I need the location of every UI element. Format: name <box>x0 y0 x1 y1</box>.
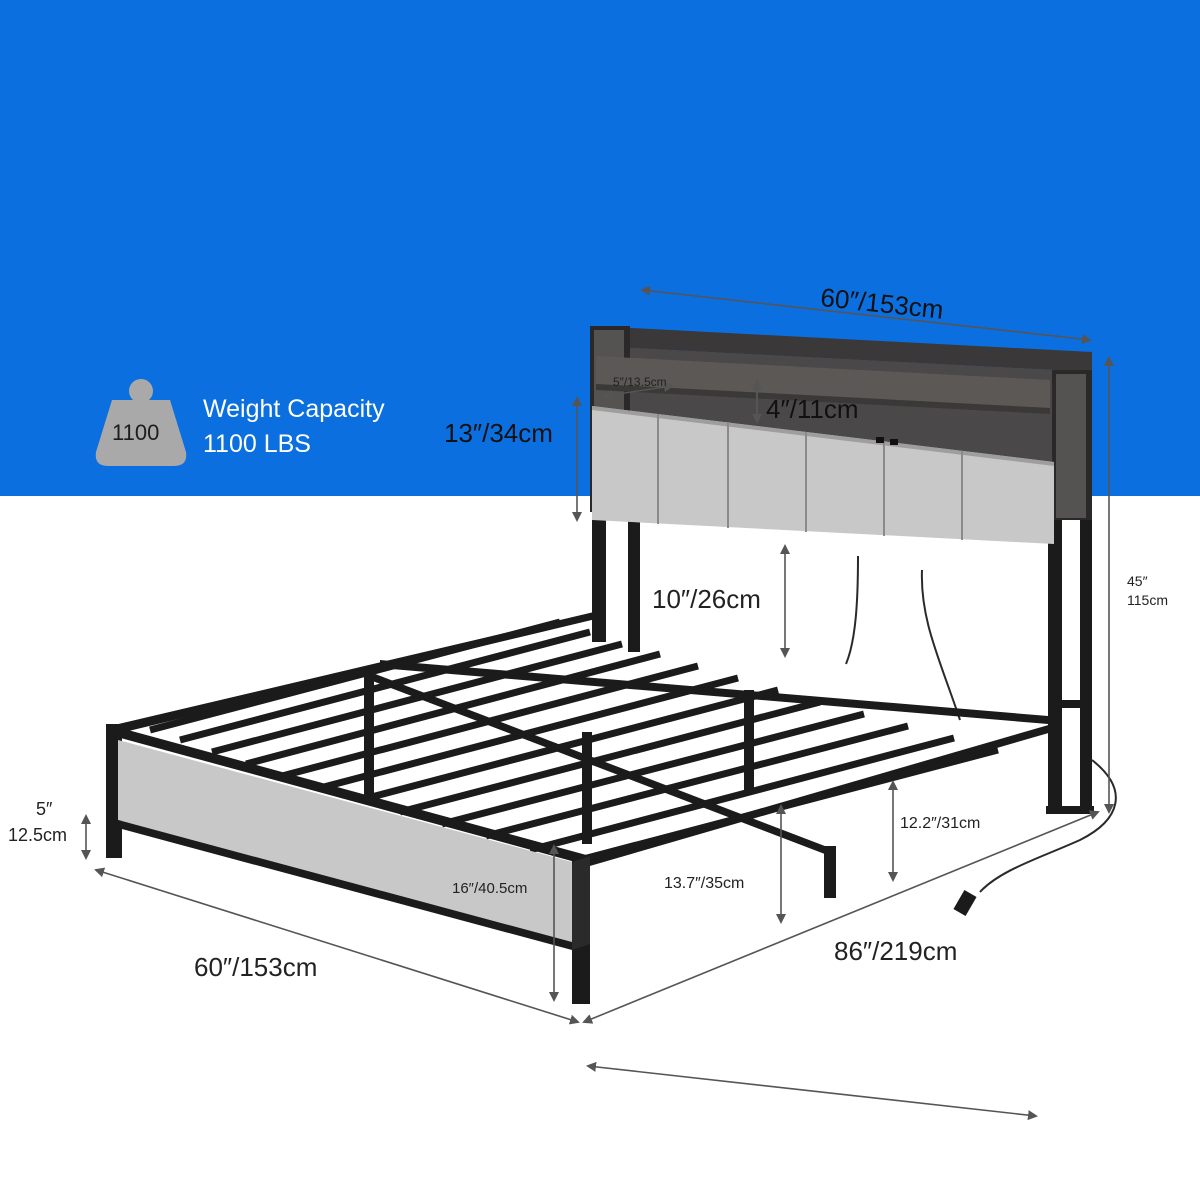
footboard-height-label: 16″/40.5cm <box>452 880 528 897</box>
bed-width-label: 60″/153cm <box>194 952 318 982</box>
weight-icon <box>95 379 187 466</box>
weight-capacity-title: Weight Capacity <box>203 395 385 423</box>
total-height-inches-label: 45″ <box>1127 573 1148 589</box>
total-height-cm-label: 115cm <box>1127 592 1168 608</box>
weight-icon-value: 1100 <box>112 420 160 445</box>
foot-height-cm-label: 12.5cm <box>8 825 68 845</box>
shelf-height-label: 4″/11cm <box>766 394 859 424</box>
foot-height-inches-label: 5″ <box>36 799 53 819</box>
weight-capacity-value: 1100 LBS <box>203 430 311 458</box>
shelf-depth-label: 5″/13.5cm <box>613 375 667 389</box>
under-bed-clearance-label: 12.2″/31cm <box>900 815 981 832</box>
footboard <box>106 724 590 1004</box>
power-cable <box>845 555 1117 917</box>
headboard-panel-height-label: 13″/34cm <box>444 418 553 448</box>
headboard-fabric-panel <box>592 406 1054 544</box>
dimension-lines <box>81 285 1114 1121</box>
bed-length-label: 86″/219cm <box>834 936 958 966</box>
headboard <box>590 326 1092 544</box>
headboard-clearance-label: 10″/26cm <box>652 584 761 614</box>
bed-frame <box>106 612 1052 1004</box>
side-rail-height-label: 13.7″/35cm <box>664 875 745 892</box>
